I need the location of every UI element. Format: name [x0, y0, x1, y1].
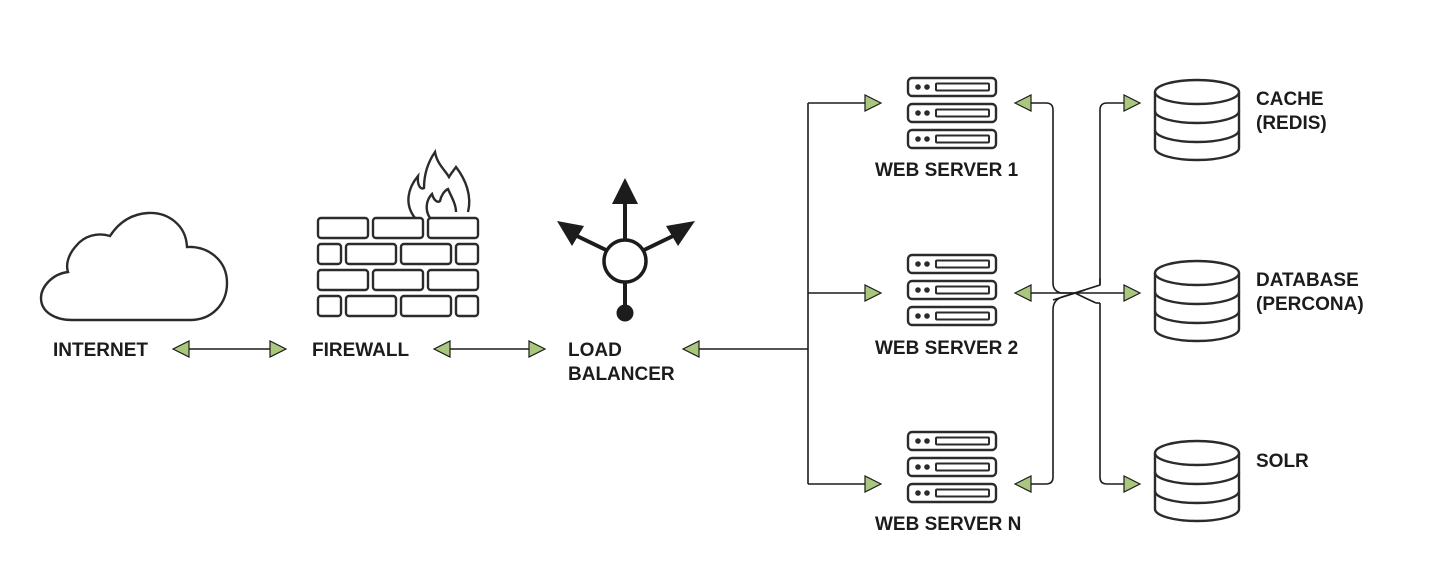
internet-label: INTERNET — [53, 340, 148, 361]
database-icon — [1153, 78, 1241, 162]
database-label-line1: DATABASE — [1256, 270, 1359, 291]
arrowhead-left — [432, 340, 451, 358]
load-balancer-label-line2: BALANCER — [568, 364, 675, 385]
arrowhead-right — [528, 340, 547, 358]
arrowhead-left — [1013, 284, 1032, 302]
cache-label-line2: (REDIS) — [1256, 113, 1327, 134]
database-icon — [1153, 439, 1241, 523]
database-icon — [1153, 259, 1241, 343]
web-server-2-label: WEB SERVER 2 — [875, 338, 1018, 359]
server-rack-icon — [908, 432, 996, 502]
web-server-n-label: WEB SERVER N — [875, 514, 1021, 535]
arrowhead-right — [1123, 475, 1142, 493]
connector-webservers-datastores — [1030, 102, 1125, 485]
server-rack-icon — [908, 78, 996, 148]
firewall-label: FIREWALL — [312, 340, 409, 361]
arrowhead-left — [681, 340, 700, 358]
web-server-1-label: WEB SERVER 1 — [875, 160, 1019, 181]
arrowheads — [171, 94, 1142, 493]
arrowhead-left — [1013, 94, 1032, 112]
flame-icon — [407, 148, 471, 219]
arrowhead-right — [864, 94, 883, 112]
arrowhead-left — [171, 340, 190, 358]
arrowhead-left — [1013, 475, 1032, 493]
solr-label: SOLR — [1256, 451, 1309, 472]
cache-label-line1: CACHE — [1256, 89, 1324, 110]
arrowhead-right — [269, 340, 288, 358]
load-balancer-label-line1: LOAD — [568, 340, 622, 361]
connector-loadbalancer-webservers — [698, 102, 866, 485]
server-rack-icon — [908, 255, 996, 325]
arrowhead-right — [1123, 284, 1142, 302]
arrowhead-right — [864, 475, 883, 493]
load-balancer-icon — [557, 178, 695, 322]
cloud-icon — [39, 211, 229, 322]
arrowhead-right — [1123, 94, 1142, 112]
firewall-icon — [316, 148, 480, 318]
database-label-line2: (PERCONA) — [1256, 294, 1364, 315]
arrowhead-right — [864, 284, 883, 302]
